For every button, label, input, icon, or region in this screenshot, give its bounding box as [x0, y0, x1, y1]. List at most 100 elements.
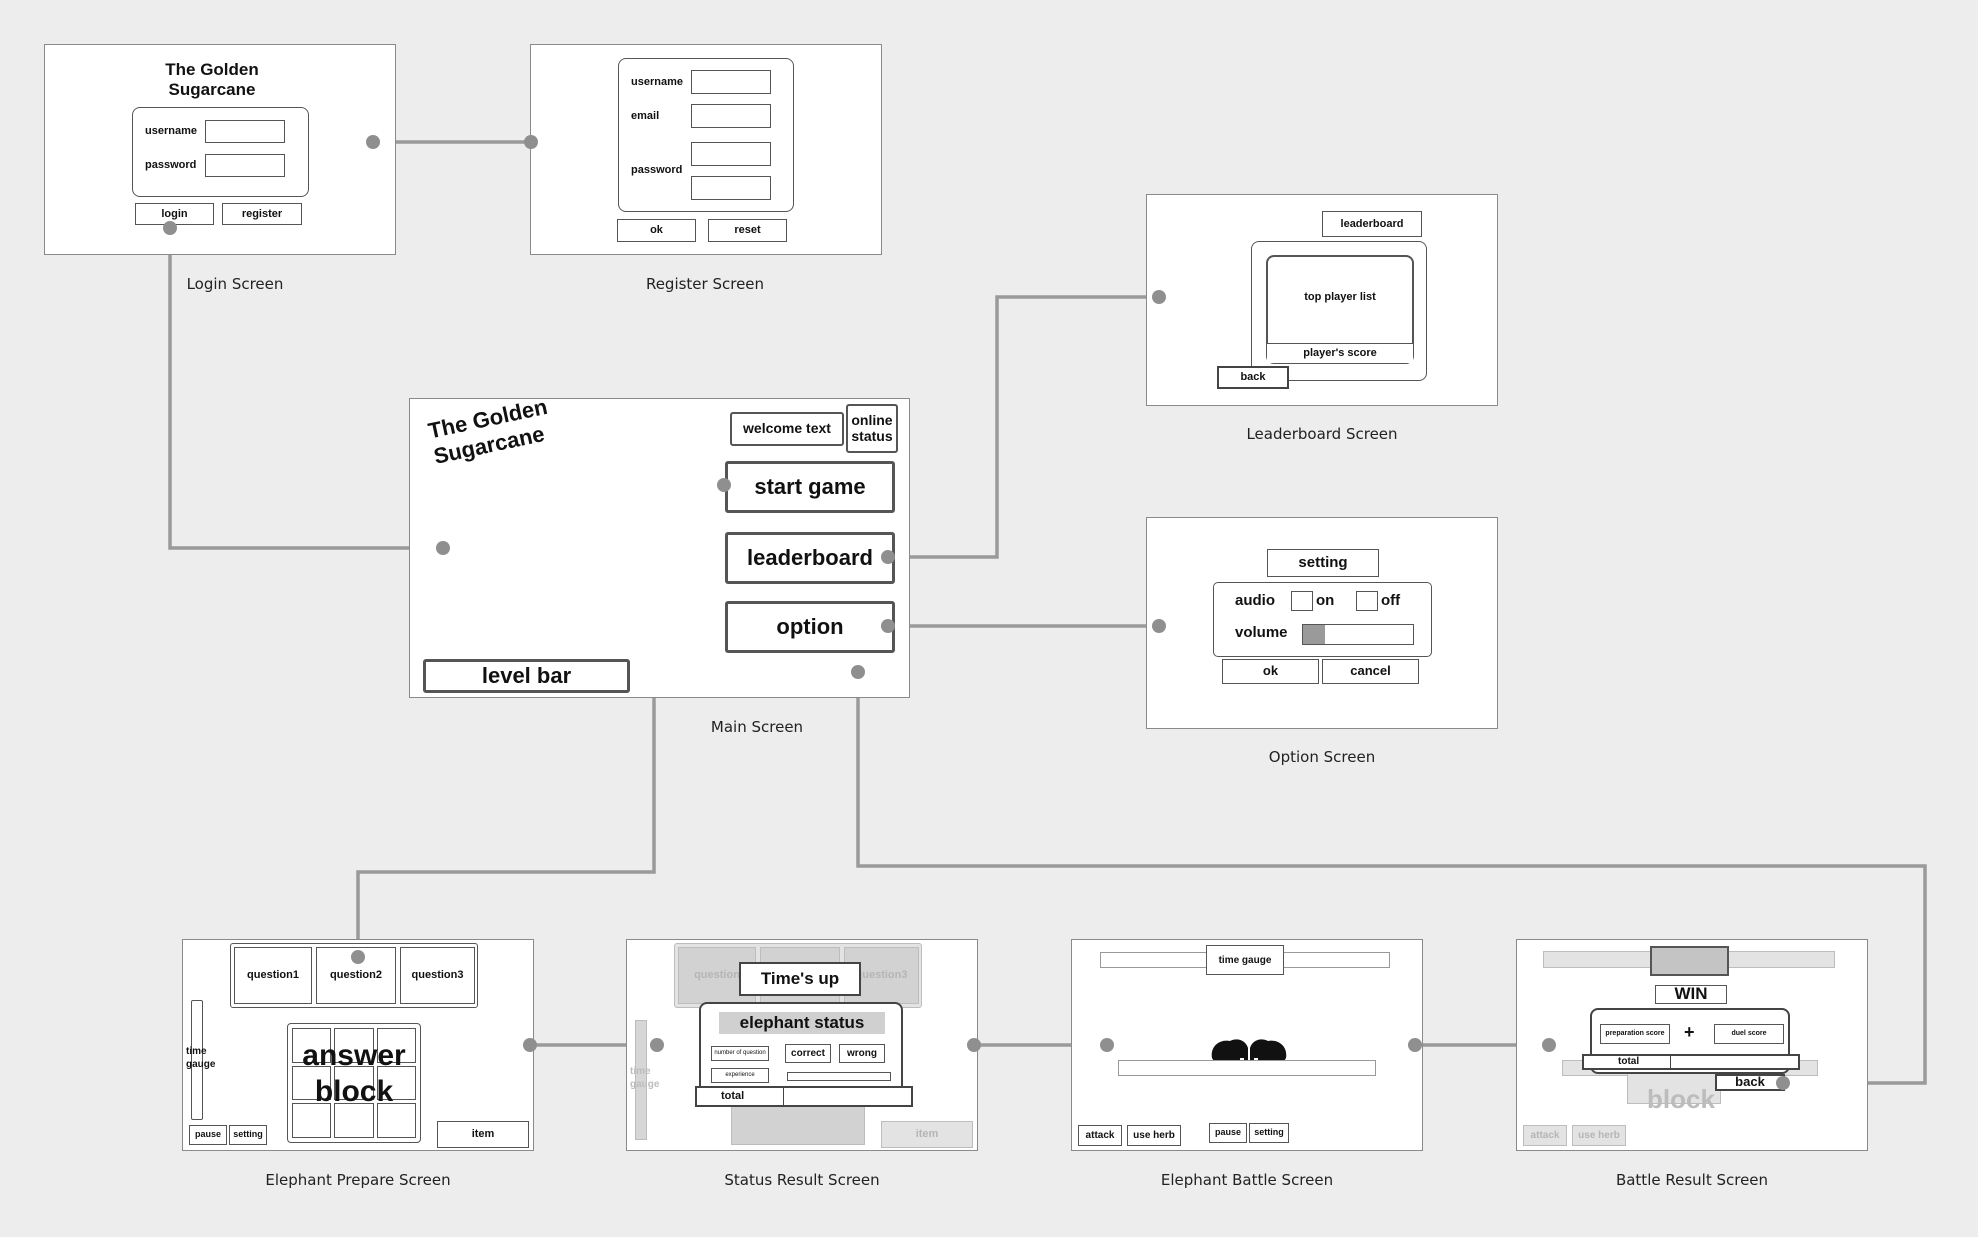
question2-button[interactable]: question2	[316, 947, 396, 1004]
connector-dot	[1542, 1038, 1556, 1052]
answer-cell[interactable]	[334, 1065, 374, 1101]
leaderboard-screen: leaderboard top player list player's sco…	[1146, 194, 1498, 406]
time-gauge-bg	[635, 1020, 647, 1140]
register-button[interactable]: register	[222, 203, 302, 225]
preparation-score: preparation score	[1600, 1024, 1670, 1044]
answer-grid	[287, 1023, 421, 1143]
status-result-caption: Status Result Screen	[724, 1171, 880, 1189]
main-caption: Main Screen	[710, 718, 804, 736]
lb-back-button[interactable]: back	[1217, 366, 1289, 389]
password-label: password	[145, 159, 197, 171]
experience-bar	[787, 1072, 891, 1081]
connector-dot	[1152, 619, 1166, 633]
register-form-panel: username email password	[618, 58, 794, 212]
reg-reset-button[interactable]: reset	[708, 219, 787, 242]
connector-dot	[524, 135, 538, 149]
option-cancel-button[interactable]: cancel	[1322, 659, 1419, 684]
answer-cell[interactable]	[334, 1028, 374, 1063]
main-to-battle-result-wire	[856, 672, 1927, 1085]
leaderboard-caption: Leaderboard Screen	[1246, 425, 1398, 443]
answer-cell[interactable]	[292, 1028, 332, 1063]
attack-button[interactable]: attack	[1078, 1125, 1122, 1146]
reg-ok-button[interactable]: ok	[617, 219, 696, 242]
prepare-caption: Elephant Prepare Screen	[265, 1171, 451, 1189]
total-label: total	[721, 1090, 745, 1102]
connector-dot	[851, 665, 865, 679]
reg-email-input[interactable]	[691, 104, 771, 128]
main-to-leaderboard-wire	[888, 295, 1159, 559]
start-game-button[interactable]: start game	[725, 461, 895, 513]
result-time-gauge: time gauge	[1650, 946, 1729, 976]
connector-dot	[1408, 1038, 1422, 1052]
option-header: setting	[1267, 549, 1379, 577]
answer-cell[interactable]	[292, 1103, 332, 1138]
number-of-question-label: number of question	[711, 1046, 769, 1061]
player-score-row: player's score	[1267, 343, 1413, 363]
question1-button[interactable]: question1	[234, 947, 312, 1004]
result-back-button[interactable]: back	[1715, 1074, 1785, 1091]
answer-block-label: answer block	[302, 1039, 406, 1108]
answer-cell[interactable]	[376, 1065, 416, 1101]
win-banner: WIN	[1655, 984, 1727, 1004]
battle-pause-button[interactable]: pause	[1209, 1123, 1247, 1143]
audio-on-label: on	[1316, 592, 1335, 609]
reg-password-input[interactable]	[691, 142, 771, 166]
result-total-label: total	[1618, 1056, 1640, 1067]
use-herb-button[interactable]: use herb	[1127, 1125, 1181, 1146]
password-input[interactable]	[205, 154, 285, 177]
prepare-pause-button[interactable]: pause	[189, 1125, 227, 1145]
audio-label: audio	[1235, 592, 1275, 609]
prepare-item-button[interactable]: item	[437, 1121, 529, 1148]
battle-result-screen: time gauge WIN block preparation score +…	[1516, 939, 1868, 1151]
elephant-status-header: elephant status	[719, 1012, 885, 1034]
answer-cell[interactable]	[292, 1065, 332, 1101]
login-button[interactable]: login	[135, 203, 214, 225]
connector-dot	[1100, 1038, 1114, 1052]
connector-dot	[967, 1038, 981, 1052]
reg-username-label: username	[631, 76, 683, 88]
leaderboard-button[interactable]: leaderboard	[725, 532, 895, 584]
username-input[interactable]	[205, 120, 285, 143]
status-result-screen: question question3 time gauge item Time'…	[626, 939, 978, 1151]
battle-ground-bar	[1118, 1060, 1376, 1076]
answer-cell[interactable]	[376, 1028, 416, 1063]
reg-email-label: email	[631, 110, 660, 122]
volume-slider[interactable]	[1302, 624, 1414, 645]
option-ok-button[interactable]: ok	[1222, 659, 1319, 684]
lb-list-panel: top player list player's score	[1266, 255, 1414, 364]
reg-username-input[interactable]	[691, 70, 771, 94]
audio-on-checkbox[interactable]	[1291, 591, 1313, 611]
volume-fill	[1303, 625, 1325, 644]
register-screen: username email password ok reset	[530, 44, 882, 255]
audio-off-checkbox[interactable]	[1356, 591, 1378, 611]
option-panel: audio on off volume	[1213, 582, 1432, 657]
connector-dot	[717, 478, 731, 492]
item-bg: item	[881, 1121, 973, 1148]
duel-score: duel score	[1714, 1024, 1784, 1044]
use-herb-ghost: use herb	[1572, 1125, 1626, 1146]
attack-ghost: attack	[1523, 1125, 1567, 1146]
experience-label: experience	[711, 1068, 769, 1083]
option-button[interactable]: option	[725, 601, 895, 653]
connector-dot	[881, 619, 895, 633]
connector-dot	[1776, 1076, 1790, 1090]
lb-header: leaderboard	[1322, 211, 1422, 237]
connector-dot	[1152, 290, 1166, 304]
volume-label: volume	[1235, 624, 1288, 641]
register-caption: Register Screen	[645, 275, 765, 293]
prepare-setting-button[interactable]: setting	[229, 1125, 267, 1145]
connector-dot	[351, 950, 365, 964]
option-caption: Option Screen	[1268, 748, 1376, 766]
connector-dot	[881, 550, 895, 564]
lb-outer-panel: top player list player's score	[1251, 241, 1427, 381]
login-screen: The Golden Sugarcane username password l…	[44, 44, 396, 255]
reg-password-confirm-input[interactable]	[691, 176, 771, 200]
battle-setting-button[interactable]: setting	[1249, 1123, 1289, 1143]
answer-cell[interactable]	[334, 1103, 374, 1138]
question3-button[interactable]: question3	[400, 947, 475, 1004]
answer-cell[interactable]	[376, 1103, 416, 1138]
top-player-list: top player list	[1304, 291, 1376, 303]
login-form-panel: username password	[132, 107, 309, 197]
username-label: username	[145, 125, 197, 137]
audio-off-label: off	[1381, 592, 1401, 609]
